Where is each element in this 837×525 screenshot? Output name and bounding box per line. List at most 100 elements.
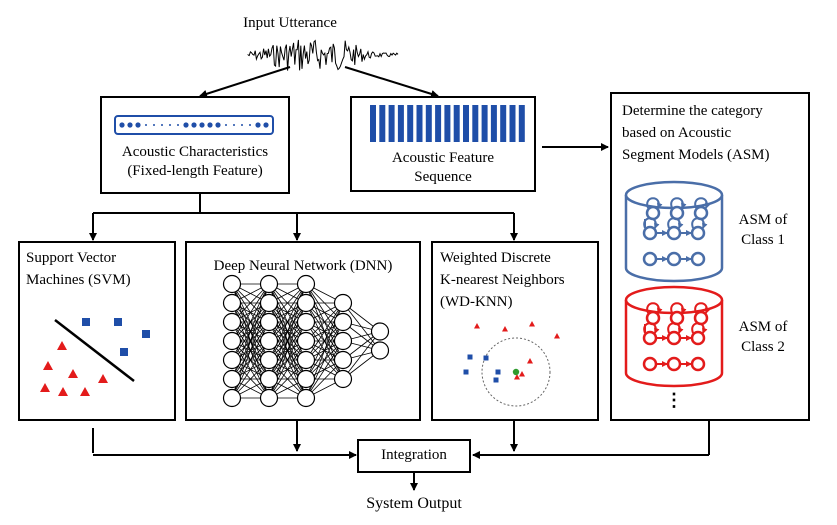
dnn-neuron (370, 322, 390, 341)
acoustic-characteristics-box (100, 96, 290, 194)
sequence-bar (500, 105, 507, 142)
knn-triangle-point (502, 326, 508, 332)
knn-square-point (467, 354, 473, 360)
input-utterance-label: Input Utterance (243, 15, 337, 31)
knn-triangle-point (514, 374, 520, 380)
hmm-self-loop (667, 322, 684, 334)
integration-label: Integration (381, 447, 447, 463)
dnn-neuron (259, 388, 279, 408)
svm-triangle-point (98, 374, 108, 383)
dnn-label: Deep Neural Network (DNN) (213, 258, 393, 274)
hmm-self-loop (667, 217, 684, 229)
wdknn-plot (463, 321, 560, 407)
wdknn-label-line3: (WD-KNN) (440, 294, 513, 310)
hmm-state (645, 205, 661, 221)
system-output-label: System Output (366, 495, 462, 512)
feature-ellipsis-dot (169, 124, 171, 126)
fixed-length-feature-icon (114, 115, 274, 135)
dnn-neuron (296, 369, 316, 389)
svm-triangle-point (58, 387, 68, 396)
dnn-connection (231, 340, 270, 399)
integration-connectors (92, 420, 710, 459)
feature-ellipsis-dot (153, 124, 155, 126)
feature-sequence-line1: Acoustic Feature (391, 150, 495, 166)
hmm-state (693, 310, 709, 326)
dnn-neuron (333, 350, 353, 370)
knn-triangle-point (474, 323, 480, 329)
hmm-state (666, 330, 682, 346)
feature-ellipsis-dot (145, 124, 147, 126)
hmm-state (642, 225, 658, 241)
feature-dot (215, 122, 221, 128)
sequence-bar (453, 105, 460, 142)
svm-triangle-point (57, 341, 67, 350)
feature-dot (191, 122, 197, 128)
integration-box (357, 439, 471, 473)
hmm-state (642, 356, 658, 372)
asm-class2-label-line2: Class 2 (741, 339, 785, 355)
asm-title-line1: Determine the category (622, 103, 763, 119)
hmm-self-loop (694, 197, 711, 209)
sequence-bar (444, 105, 451, 142)
feature-sequence-line2: Sequence (414, 169, 472, 185)
sequence-bar (509, 105, 516, 142)
svm-square-point (142, 330, 150, 338)
dnn-connection (305, 302, 344, 361)
dnn-neuron (259, 369, 279, 389)
dnn-neuron (222, 274, 242, 294)
hmm-self-loop (670, 197, 687, 209)
wdknn-box (431, 241, 599, 421)
knn-query-point (512, 368, 520, 376)
sequence-bar (490, 105, 497, 142)
dnn-connection (305, 340, 344, 399)
sequence-bar (518, 105, 525, 142)
hmm-state (666, 225, 682, 241)
feature-dot (135, 122, 141, 128)
dnn-neuron (296, 388, 316, 408)
asm-class1-cylinder (624, 180, 724, 283)
svm-plot (40, 318, 150, 396)
sequence-bar (416, 105, 423, 142)
dnn-neuron (222, 312, 242, 332)
svm-decision-boundary (54, 319, 135, 382)
feature-ellipsis-dot (241, 124, 243, 126)
dnn-connection (342, 331, 381, 380)
hmm-state (690, 330, 706, 346)
asm-more-ellipsis: ⋮ (665, 390, 683, 410)
feature-dot (127, 122, 133, 128)
hmm-self-loop (646, 302, 663, 314)
dnn-neuron (296, 350, 316, 370)
feature-ellipsis-dot (177, 124, 179, 126)
wdknn-label-line2: K-nearest Neighbors (440, 272, 565, 288)
hmm-state (642, 330, 658, 346)
dnn-neuron (333, 369, 353, 389)
dnn-neuron (370, 341, 390, 360)
dnn-neuron (222, 350, 242, 370)
svm-triangle-point (40, 383, 50, 392)
svm-box (18, 241, 176, 421)
feature-ellipsis-dot (249, 124, 251, 126)
hmm-state (693, 205, 709, 221)
hmm-state (666, 356, 682, 372)
hmm-state (690, 225, 706, 241)
feature-ellipsis-dot (161, 124, 163, 126)
dnn-neuron (296, 312, 316, 332)
arrow-input-to-acoustic (199, 66, 291, 98)
svm-label-line2: Machines (SVM) (26, 272, 131, 288)
svm-square-point (82, 318, 90, 326)
dnn-connection (268, 283, 307, 342)
hmm-self-loop (670, 302, 687, 314)
svm-square-point (114, 318, 122, 326)
dnn-neuron (259, 293, 279, 313)
dnn-neuron (259, 312, 279, 332)
dnn-connection (231, 283, 270, 342)
hmm-self-loop (691, 322, 708, 334)
knn-square-point (483, 355, 489, 361)
knn-triangle-point (527, 358, 533, 364)
dnn-neuron (259, 274, 279, 294)
sequence-bar (472, 105, 479, 142)
sequence-bar (435, 105, 442, 142)
dnn-neuron (222, 388, 242, 408)
sequence-bar (379, 105, 386, 142)
